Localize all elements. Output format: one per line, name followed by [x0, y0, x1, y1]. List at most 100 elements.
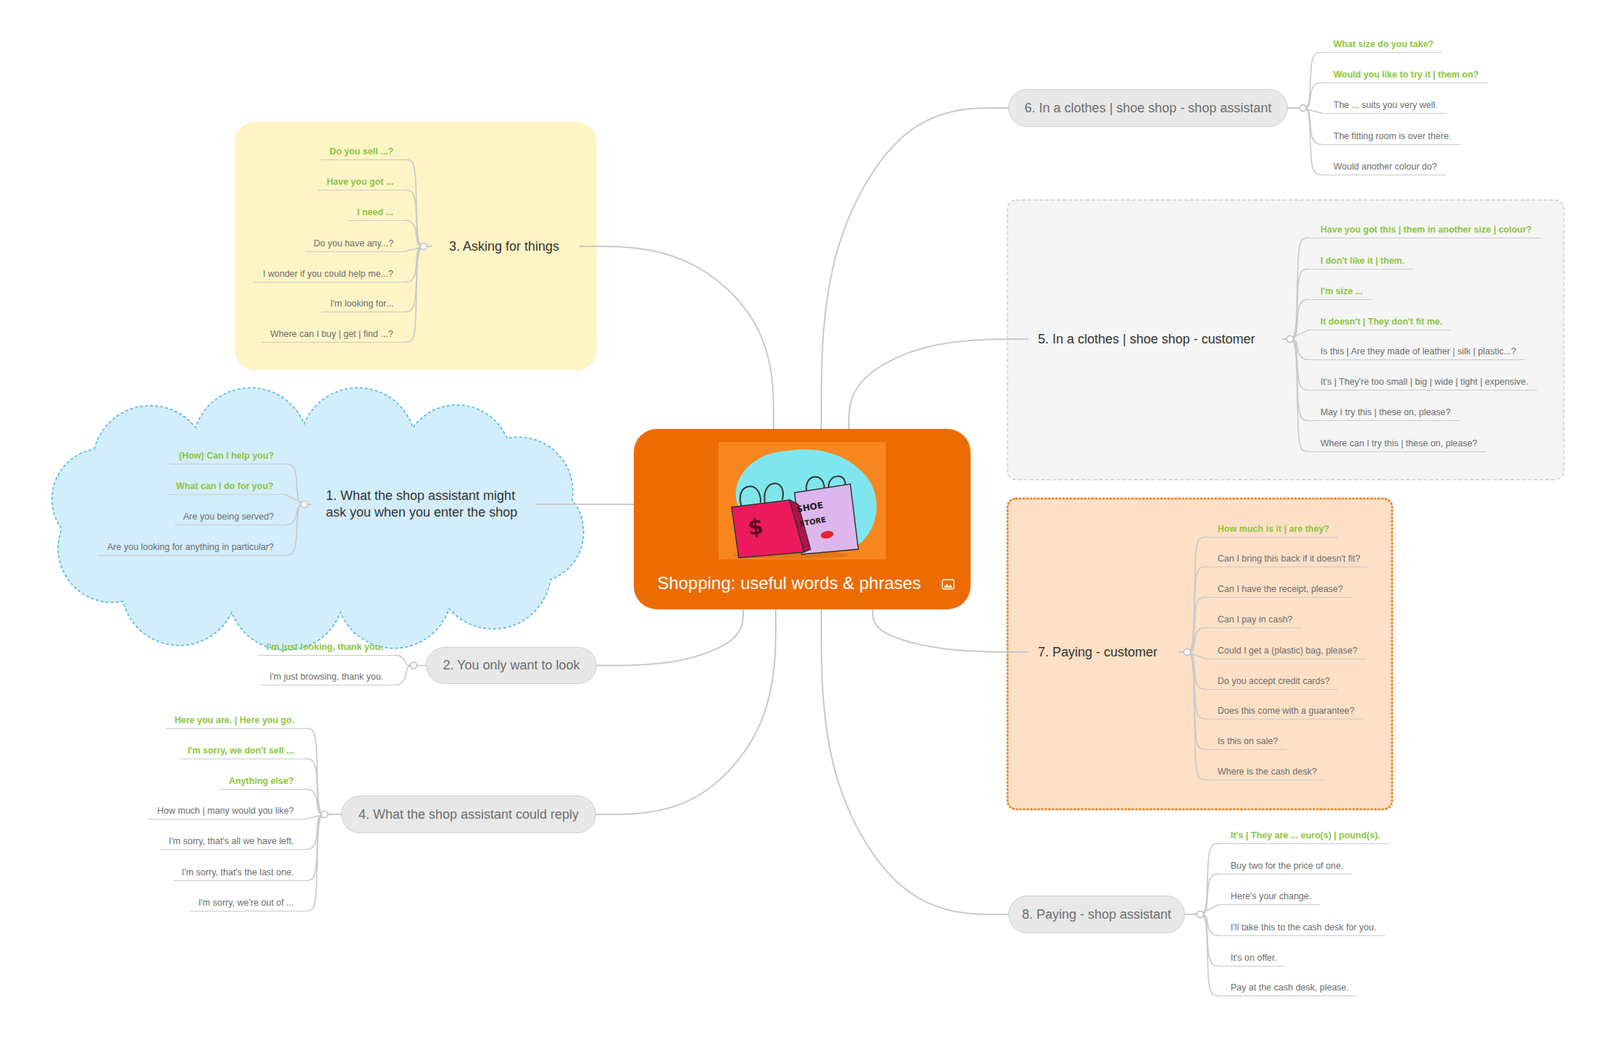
phrase-topic: The ... suits you very well.	[1321, 97, 1447, 114]
connector-dot	[1300, 105, 1307, 112]
connector-dot	[1184, 648, 1191, 656]
branch-line	[1282, 338, 1309, 452]
phrase-topic: Can I bring this back if it doesn't fit?	[1205, 551, 1369, 568]
topic-text: It doesn't | They don't fit me.	[1320, 315, 1443, 328]
branch-line	[1184, 903, 1220, 915]
phrase-topic: I'm looking for...	[321, 296, 405, 313]
topic-text: Would you like to try it | them on?	[1333, 68, 1480, 81]
branch-topic: 1. What the shop assistant might ask you…	[311, 483, 536, 525]
branch-topic: 7. Paying - customer	[1028, 638, 1179, 665]
phrase-topic: I'm sorry, we're out of ...	[189, 895, 306, 912]
phrase-topic: I'm sorry, that's the last one.	[173, 864, 306, 881]
branch-line	[1184, 843, 1220, 915]
topic-text: Is this | Are they made of leather | sil…	[1320, 345, 1516, 358]
branch-topic: 3. Asking for things	[432, 233, 580, 260]
topic-text: Here's your change.	[1230, 890, 1312, 902]
topic-text: I'm just looking, thank you.	[266, 641, 384, 653]
phrase-topic: It's | They're too small | big | wide | …	[1308, 374, 1537, 391]
topic-text: Anything else?	[228, 775, 295, 787]
connector-dot	[301, 501, 308, 508]
topic-text: Here you are. | Here you go.	[174, 714, 295, 726]
branch-line	[1282, 338, 1309, 360]
topic-text: 7. Paying - customer	[1037, 643, 1158, 661]
topic-text: The ... suits you very well.	[1333, 99, 1438, 111]
topic-text: I'll take this to the cash desk for you.	[1230, 921, 1377, 933]
branch-line	[305, 814, 342, 819]
topic-text: 5. In a clothes | shoe shop - customer	[1037, 331, 1256, 348]
phrase-topic: Is this | Are they made of leather | sil…	[1308, 344, 1525, 360]
branch-line	[1282, 329, 1309, 339]
connector-dot	[1287, 336, 1294, 343]
branch-line	[1184, 914, 1220, 966]
topic-text: Do you have any...?	[313, 237, 394, 250]
branch-line	[1184, 873, 1220, 915]
connector-dot	[1197, 911, 1204, 918]
topic-text: Is this on sale?	[1217, 735, 1278, 747]
branch-line	[305, 814, 342, 849]
phrase-topic: I'll take this to the cash desk for you.	[1219, 919, 1385, 936]
branch-line	[1178, 651, 1206, 780]
topic-text: I'm sorry, that's the last one.	[181, 866, 295, 878]
topic-text: Where can I buy | get | find ...?	[270, 328, 394, 340]
phrase-topic: Where can I buy | get | find ...?	[261, 326, 405, 343]
branch-line	[596, 609, 744, 666]
topic-text: May I try this | these on, please?	[1320, 406, 1451, 418]
phrase-topic: Would another colour do?	[1321, 159, 1446, 176]
topic-text: 1. What the shop assistant might ask you…	[325, 487, 529, 521]
topic-text: Can I pay in cash?	[1217, 613, 1293, 626]
phrase-topic: Pay at the cash desk, please.	[1219, 979, 1358, 996]
connector-dot	[410, 662, 418, 669]
grey-boundary	[1007, 199, 1564, 480]
branch-line	[285, 504, 312, 525]
phrase-topic: Where is the cash desk?	[1205, 764, 1326, 781]
branch-line	[1184, 914, 1220, 936]
branch-line	[1178, 627, 1206, 652]
bag-text: $	[746, 513, 765, 541]
phrase-topic: Do you accept credit cards?	[1205, 673, 1339, 690]
branch-line	[404, 246, 433, 282]
branch-line	[394, 654, 426, 665]
branch-line	[404, 246, 433, 342]
branch-line	[821, 107, 1009, 429]
branch-line	[305, 814, 342, 881]
phrase-topic: Here's your change.	[1219, 888, 1320, 905]
topic-text: Would another colour do?	[1333, 160, 1438, 173]
topic-text: (How) Can I help you?	[178, 449, 274, 462]
topic-text: Can I bring this back if it doesn't fit?	[1217, 552, 1361, 565]
branch-line	[596, 609, 776, 815]
branch-line	[404, 220, 433, 247]
branch-line	[1287, 107, 1322, 113]
branch-line	[1178, 566, 1206, 652]
topic-text: Have you got this | them in another size…	[1320, 223, 1532, 236]
connector-dot	[321, 811, 329, 818]
yellow-boundary	[234, 121, 597, 371]
topic-text: It's on offer.	[1230, 951, 1277, 964]
topic-text: I'm sorry, we're out of ...	[198, 896, 295, 909]
topic-text: Where can I try this | these on, please?	[1320, 437, 1478, 450]
branch-line	[1178, 536, 1206, 652]
phrase-topic: Have you got ...	[317, 174, 405, 191]
branch-line	[404, 159, 433, 247]
phrase-topic: (How) Can I help you?	[170, 448, 286, 465]
connector-dot	[420, 243, 428, 250]
topic-text: I'm size ...	[1320, 285, 1364, 297]
topic-text: Where is the cash desk?	[1217, 765, 1317, 778]
cloud-boundary	[52, 387, 584, 650]
topic-text: 3. Asking for things	[449, 238, 560, 255]
phrase-topic: Could I get a (plastic) bag, please?	[1205, 643, 1367, 660]
branch-line	[1178, 596, 1206, 652]
topic-text: How much is it | are they?	[1217, 522, 1330, 535]
phrase-topic: Are you being served?	[174, 509, 286, 526]
branch-line	[1287, 107, 1322, 145]
topic-text: It's | They're too small | big | wide | …	[1320, 375, 1529, 388]
phrase-topic: I need ...	[348, 204, 405, 221]
topic-text: I'm looking for...	[330, 297, 394, 310]
phrase-topic: What size do you take?	[1321, 36, 1443, 53]
phrase-topic: Can I have the receipt, please?	[1205, 581, 1352, 598]
branch-pill: 8. Paying - shop assistant	[1008, 895, 1185, 933]
topic-text: The fitting room is over there.	[1333, 130, 1452, 142]
topic-text: I'm just browsing, thank you.	[269, 670, 384, 683]
topic-text: Could I get a (plastic) bag, please?	[1217, 644, 1358, 657]
branch-line	[285, 504, 312, 555]
